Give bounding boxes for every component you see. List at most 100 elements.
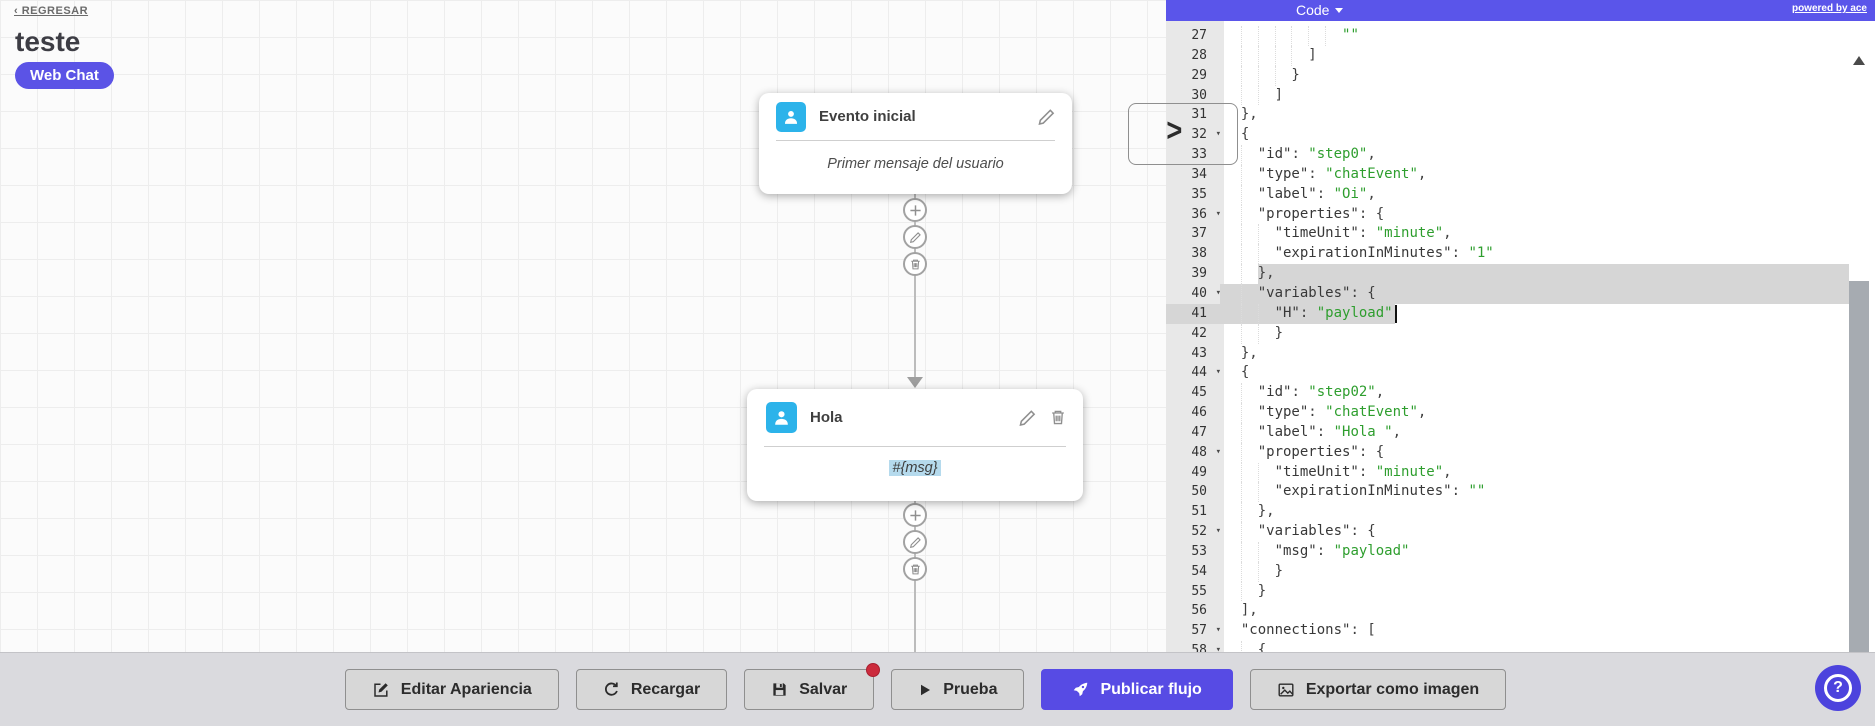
fold-arrow-icon[interactable]: ▾ bbox=[1215, 446, 1221, 457]
alert-dot bbox=[866, 663, 881, 677]
collapse-panel-toggle[interactable]: > bbox=[1128, 103, 1238, 165]
node-body: #{msg} bbox=[747, 447, 1083, 476]
line-number: 51 bbox=[1191, 504, 1207, 520]
code-line: ] bbox=[1224, 85, 1849, 106]
question-icon: ? bbox=[1824, 674, 1852, 702]
line-number: 52▾ bbox=[1166, 522, 1224, 542]
fold-arrow-icon[interactable]: ▾ bbox=[1215, 625, 1221, 636]
code-rows[interactable]: "" ] } ] }, { "id": "step0", "type": "ch… bbox=[1220, 21, 1853, 652]
node-header: Evento inicial bbox=[759, 93, 1072, 140]
delete-step-button[interactable] bbox=[903, 252, 927, 276]
connector-line bbox=[914, 194, 916, 380]
line-number: 55 bbox=[1191, 583, 1207, 599]
line-number: 41 bbox=[1166, 303, 1224, 324]
code-line: "variables": { bbox=[1224, 522, 1849, 542]
line-number: 47 bbox=[1191, 424, 1207, 440]
code-line: } bbox=[1224, 65, 1849, 86]
edit-appearance-button[interactable]: Editar Apariencia bbox=[344, 669, 559, 710]
fold-arrow-icon[interactable]: ▾ bbox=[1215, 367, 1221, 378]
code-line: { bbox=[1224, 641, 1849, 652]
help-button[interactable]: ? bbox=[1815, 665, 1861, 711]
add-step-button[interactable] bbox=[903, 198, 927, 222]
add-step-button[interactable] bbox=[903, 503, 927, 527]
user-icon bbox=[776, 101, 806, 132]
line-number: 46 bbox=[1191, 405, 1207, 421]
button-label: Publicar flujo bbox=[1100, 680, 1202, 698]
code-line: "expirationInMinutes": "" bbox=[1224, 482, 1849, 503]
pencil-icon bbox=[909, 231, 922, 244]
button-label: Editar Apariencia bbox=[400, 680, 532, 698]
fold-arrow-icon[interactable]: ▾ bbox=[1215, 208, 1221, 219]
code-panel-header: Code powered by ace bbox=[1166, 0, 1875, 21]
code-line: "properties": { bbox=[1224, 442, 1849, 463]
line-number: 29 bbox=[1191, 67, 1207, 83]
delete-node-icon[interactable] bbox=[1049, 408, 1067, 427]
reload-button[interactable]: Recargar bbox=[575, 669, 728, 710]
code-line: } bbox=[1224, 581, 1849, 602]
code-line: "connections": [ bbox=[1240, 622, 1376, 639]
powered-by-ace-link[interactable]: powered by ace bbox=[1791, 3, 1867, 14]
code-line: "expirationInMinutes": "1" bbox=[1224, 244, 1849, 265]
fold-arrow-icon[interactable]: ▾ bbox=[1215, 645, 1221, 652]
save-button[interactable]: Salvar bbox=[744, 663, 881, 710]
delete-step-button[interactable] bbox=[903, 557, 927, 581]
publish-button[interactable]: Publicar flujo bbox=[1041, 669, 1233, 710]
selection-highlight bbox=[1257, 264, 1853, 284]
code-mode-label: Code bbox=[1296, 2, 1330, 18]
line-number: 28 bbox=[1191, 47, 1207, 63]
connector-actions bbox=[903, 198, 927, 276]
pencil-icon bbox=[909, 536, 922, 549]
code-line: "" bbox=[1224, 26, 1849, 46]
code-line: ] bbox=[1224, 45, 1849, 66]
edit-step-button[interactable] bbox=[903, 225, 927, 249]
selection-highlight bbox=[1220, 283, 1853, 304]
back-link[interactable]: ‹ REGRESAR bbox=[14, 5, 89, 17]
fold-arrow-icon[interactable]: ▾ bbox=[1215, 129, 1221, 140]
chevron-right-icon: > bbox=[1166, 112, 1183, 148]
message-node[interactable]: Hola #{msg} bbox=[747, 389, 1083, 501]
code-line: "timeUnit": "minute", bbox=[1224, 224, 1849, 245]
connector-actions bbox=[903, 503, 927, 581]
fold-arrow-icon[interactable]: ▾ bbox=[1215, 526, 1221, 537]
code-line: }, bbox=[1224, 106, 1258, 123]
line-number: 31 bbox=[1191, 107, 1207, 123]
trash-icon bbox=[909, 258, 922, 271]
scrollbar-thumb[interactable] bbox=[1849, 281, 1869, 652]
user-icon bbox=[766, 402, 797, 433]
code-mode-dropdown[interactable]: Code bbox=[1296, 2, 1344, 18]
export-image-button[interactable]: Exportar como imagen bbox=[1249, 669, 1507, 710]
line-number: 57▾ bbox=[1166, 621, 1224, 641]
line-number: 49 bbox=[1191, 464, 1207, 480]
image-icon bbox=[1277, 681, 1295, 699]
code-line: { bbox=[1224, 126, 1250, 143]
code-line: }, bbox=[1224, 264, 1853, 284]
code-line: "msg": "payload" bbox=[1224, 541, 1849, 562]
line-number: 45 bbox=[1191, 385, 1207, 401]
selection-highlight bbox=[1220, 303, 1395, 324]
edit-node-icon[interactable] bbox=[1018, 408, 1037, 427]
line-number: 56 bbox=[1191, 603, 1207, 619]
code-line: "id": "step02", bbox=[1224, 383, 1849, 404]
arrow-down-icon bbox=[907, 377, 923, 388]
button-label: Salvar bbox=[799, 680, 848, 698]
plus-icon bbox=[909, 509, 922, 522]
plus-icon bbox=[909, 204, 922, 217]
code-line: "timeUnit": "minute", bbox=[1224, 462, 1849, 483]
code-line: "properties": { bbox=[1224, 204, 1849, 225]
code-line: }, bbox=[1224, 344, 1258, 361]
line-number: 30 bbox=[1191, 87, 1207, 103]
edit-node-icon[interactable] bbox=[1037, 107, 1056, 126]
scroll-up-icon[interactable] bbox=[1853, 56, 1865, 65]
test-button[interactable]: Prueba bbox=[891, 669, 1025, 710]
code-line: "H": "payload" bbox=[1220, 303, 1849, 324]
edit-step-button[interactable] bbox=[903, 530, 927, 554]
fold-arrow-icon[interactable]: ▾ bbox=[1215, 287, 1221, 298]
line-number: 38 bbox=[1191, 246, 1207, 262]
toolbar-buttons: Editar Apariencia Recargar Salvar Prueba Pub… bbox=[0, 653, 1863, 726]
pencil-square-icon bbox=[372, 681, 390, 699]
start-event-node[interactable]: Evento inicial Primer mensaje del usuari… bbox=[759, 93, 1072, 194]
line-number: 39 bbox=[1191, 266, 1207, 282]
